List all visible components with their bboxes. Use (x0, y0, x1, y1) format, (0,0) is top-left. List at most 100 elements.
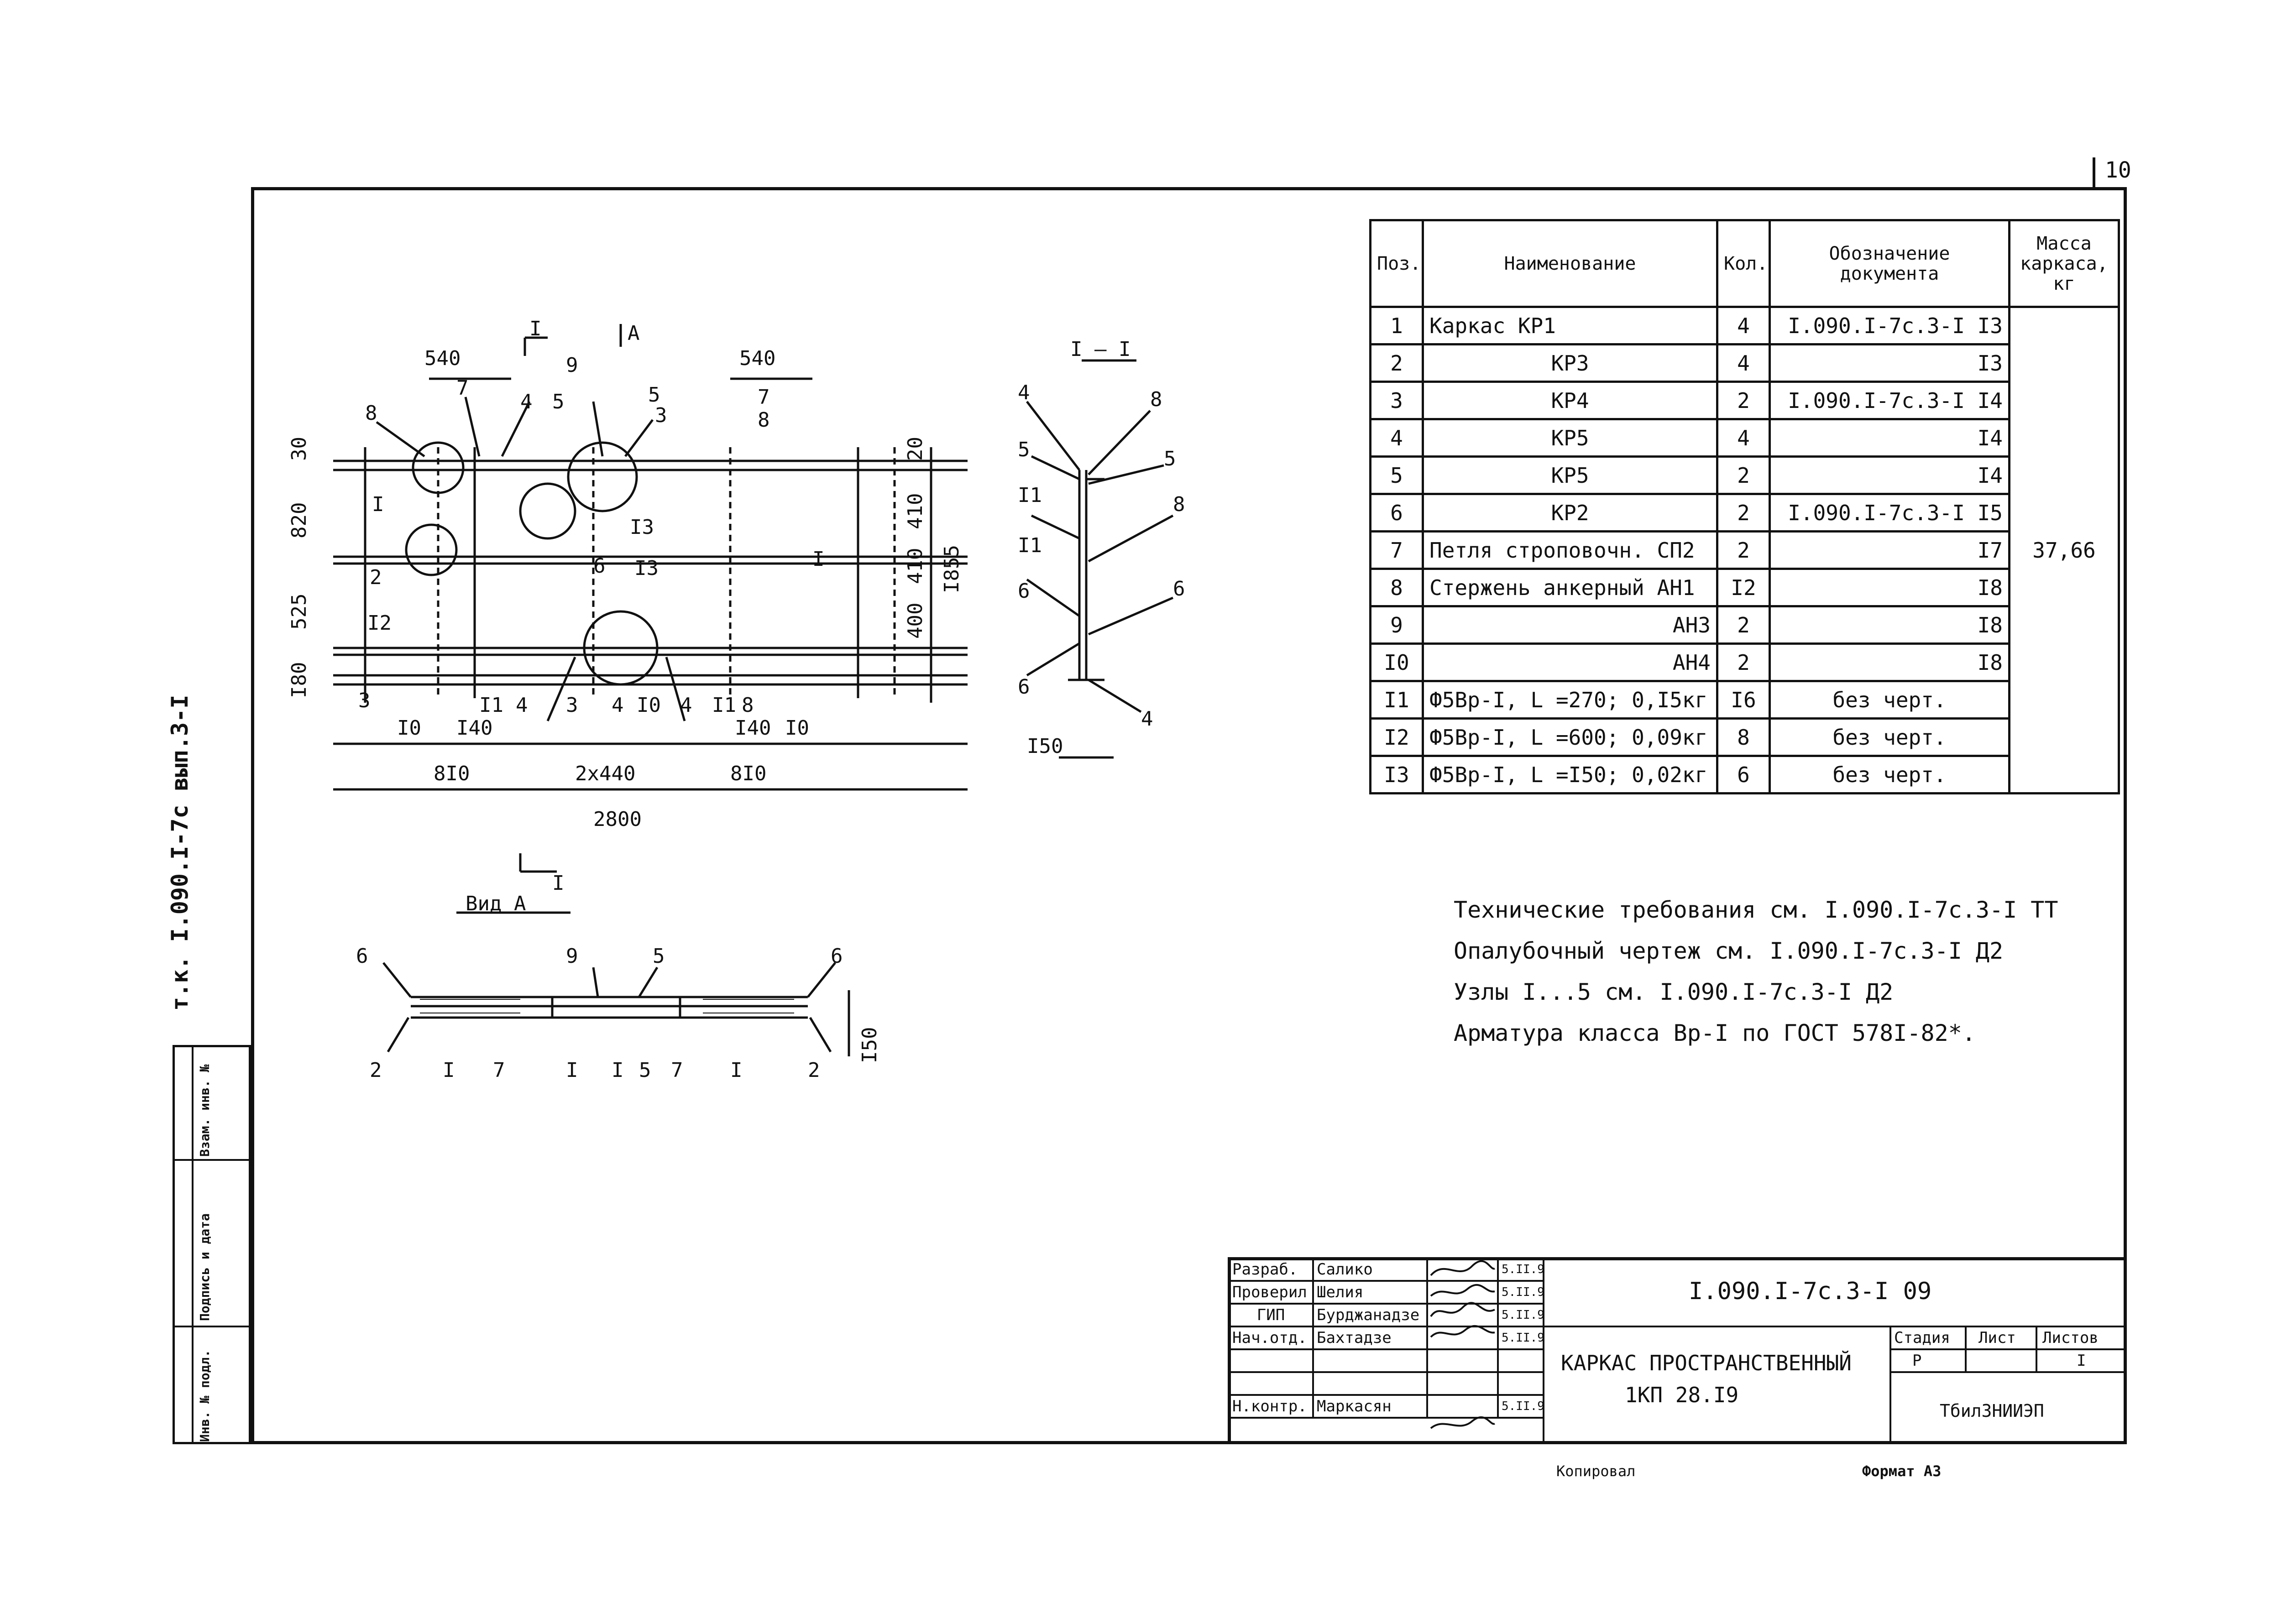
section-label: I1 (1018, 484, 1042, 507)
view-a-label: 5 (639, 1059, 651, 1082)
dim-bottom: I40 (456, 716, 492, 740)
dim-left: 820 (288, 502, 311, 538)
header-name: Наименование (1422, 219, 1718, 308)
header-pos: Поз. (1369, 219, 1424, 308)
left-stamp (173, 1045, 251, 1444)
side-label: т.к. I.090.I-7с вып.3-I (167, 695, 193, 1011)
plan-label: I1 (712, 694, 736, 717)
dim-top-540-left: 540 (424, 347, 461, 370)
dim-right: 410 (904, 493, 927, 529)
sheets-header: Листов (2042, 1329, 2099, 1347)
dim-chain: 2х440 (575, 762, 635, 785)
view-a-label: I (566, 1059, 578, 1082)
view-a-label: 7 (671, 1059, 683, 1082)
dim-top-540-right: 540 (739, 347, 775, 370)
section-mark-top: I (529, 317, 542, 340)
plan-label: I3 (630, 516, 654, 539)
view-a-label: I (730, 1059, 743, 1082)
header-qty: Кол. (1716, 219, 1771, 308)
plan-label: 8 (365, 402, 377, 425)
mass-cell: 37,66 (2008, 306, 2120, 794)
dim-left: 525 (288, 594, 311, 630)
table-row: 7 Петля строповочн. СП2 2 I7 (1369, 530, 2119, 570)
dim-chain: 8I0 (730, 762, 766, 785)
table-row: I3 Ф5Вр-I, L =I50; 0,02кг 6 без черт. (1369, 755, 2119, 794)
section-label: 6 (1018, 675, 1030, 699)
view-a-label: 5 (653, 945, 665, 968)
plan-label: 4 (680, 694, 692, 717)
dim-total: 2800 (593, 808, 642, 831)
note-nodes: Узлы I...5 см. I.090.I-7с.3-I Д2 (1454, 979, 1894, 1005)
section-title: I – I (1070, 338, 1131, 361)
signature-row (1228, 1348, 1544, 1373)
table-row: 2 КР3 4 I3 (1369, 343, 2119, 383)
plan-label: I1 (479, 694, 503, 717)
plan-label: 3 (358, 689, 371, 712)
section-label: 4 (1018, 381, 1030, 404)
footer-format: Формат А3 (1862, 1462, 1942, 1480)
sheets-value: I (2077, 1352, 2086, 1370)
table-row: 8 Стержень анкерный АН1 I2 I8 (1369, 568, 2119, 607)
plan-label: 2 (370, 566, 382, 589)
view-a-label: I (443, 1059, 455, 1082)
dim-right: 410 (904, 548, 927, 584)
plan-label: I0 (637, 694, 661, 717)
section-label: 4 (1141, 707, 1153, 731)
plan-label: I3 (634, 557, 659, 580)
table-row: I2 Ф5Вр-I, L =600; 0,09кг 8 без черт. (1369, 717, 2119, 757)
table-row: 3 КР4 2 I.090.I-7с.3-I I4 (1369, 381, 2119, 420)
plan-label: 5 (648, 383, 660, 407)
table-row: I1 Ф5Вр-I, L =270; 0,I5кг I6 без черт. (1369, 680, 2119, 720)
section-drawing: I – I 4 5 I1 I1 6 6 8 5 8 6 4 I50 (1018, 338, 1185, 759)
footer-copied: Копировал (1556, 1462, 1636, 1480)
view-a-title: Вид А (466, 894, 526, 915)
plan-label: 4 (612, 694, 624, 717)
dim-right: I855 (940, 545, 963, 593)
section-label: 6 (1018, 580, 1030, 603)
document-title-line1: КАРКАС ПРОСТРАНСТВЕННЫЙ (1561, 1351, 1852, 1375)
plan-label: 4 (520, 390, 533, 413)
stamp-signature-date: Подпись и дата (197, 1213, 212, 1321)
stamp-inv-no: Инв. № подл. (197, 1349, 212, 1442)
table-row: 5 КР5 2 I4 (1369, 455, 2119, 495)
sheet-number-box (2093, 157, 2101, 189)
plan-label: 8 (758, 408, 770, 432)
plan-label: 7 (758, 386, 770, 409)
table-row: 1 Каркас КР1 4 I.090.I-7с.3-I I3 37,66 (1369, 306, 2120, 794)
plan-label: 3 (655, 404, 667, 427)
plan-label: 8 (742, 694, 754, 717)
section-dim: I50 (1027, 735, 1063, 758)
stage-header: Стадия (1894, 1329, 1950, 1347)
view-a-label: 7 (493, 1059, 505, 1082)
section-mark-bottom: I (552, 872, 565, 895)
table-row: 6 КР2 2 I.090.I-7с.3-I I5 (1369, 493, 2119, 533)
plan-label: 7 (456, 376, 469, 400)
plan-label: I (372, 493, 384, 516)
plan-label: 4 (516, 694, 528, 717)
specification-table: Поз. Наименование Кол. Обозначение докум… (1369, 219, 2120, 794)
plan-label: 9 (566, 354, 578, 377)
view-a-label: 6 (831, 945, 843, 968)
view-a-drawing: Вид А 6 9 5 6 2 I 7 I I 5 7 I 2 I50 (356, 894, 881, 1082)
dim-right: 400 (904, 603, 927, 639)
dim-right: 20 (904, 437, 927, 461)
drawing-frame (251, 187, 2127, 1444)
plan-label: I2 (367, 611, 392, 635)
view-a-label: 2 (808, 1059, 820, 1082)
dim-left: I80 (288, 662, 311, 698)
signature-marks (1430, 1260, 1495, 1429)
view-a-dim: I50 (858, 1027, 881, 1063)
table-row: 9 АН3 2 I8 (1369, 605, 2119, 645)
note-formwork: Опалубочный чертеж см. I.090.I-7с.3-I Д2 (1454, 938, 2004, 964)
sheet-number: 10 (2105, 157, 2131, 183)
view-a-label: 6 (356, 945, 368, 968)
dim-left: 30 (288, 437, 311, 461)
document-code: I.090.I-7с.3-I 09 (1689, 1278, 1932, 1305)
dim-bottom: I0 (397, 716, 421, 740)
